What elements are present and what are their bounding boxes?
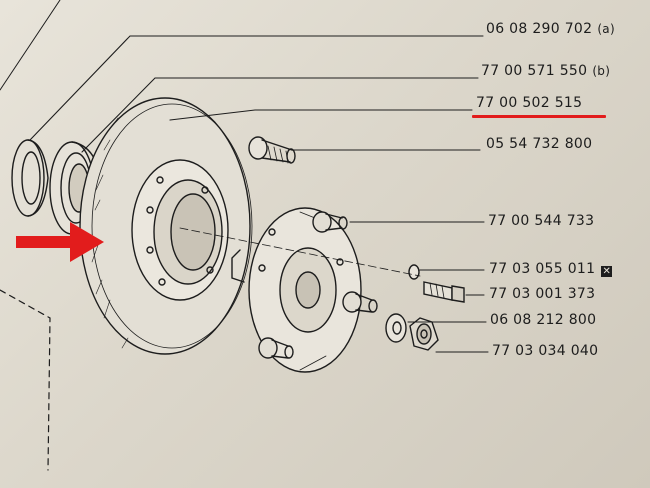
callout-suffix: (a) xyxy=(597,22,615,36)
callout-number: 77 00 502 515 xyxy=(476,95,583,111)
callout-c3: 77 00 502 515 xyxy=(476,95,582,111)
callout-number: 77 03 001 373 xyxy=(489,286,596,302)
callout-c2: 77 00 571 550 (b) xyxy=(481,63,610,79)
cross-box-icon xyxy=(601,266,613,277)
callout-c7: 77 03 001 373 xyxy=(489,286,595,302)
wheel-hub xyxy=(231,207,378,373)
callout-number: 77 03 055 011 xyxy=(489,261,596,277)
highlight-underline xyxy=(472,115,606,118)
bolt xyxy=(423,281,465,303)
center-axis xyxy=(179,227,421,277)
dashed-outline xyxy=(0,289,51,471)
callout-number: 06 08 212 800 xyxy=(490,312,597,328)
callout-number: 77 00 544 733 xyxy=(488,213,595,229)
callout-c5: 77 00 544 733 xyxy=(488,213,594,229)
leader-c2 xyxy=(81,77,479,153)
callout-number: 77 00 571 550 xyxy=(481,63,588,79)
callout-suffix: (b) xyxy=(592,64,611,78)
flat-washer xyxy=(385,313,407,343)
small-washer xyxy=(408,264,420,280)
hub-stud xyxy=(248,136,296,164)
callout-c1: 06 08 290 702 (a) xyxy=(486,21,615,37)
callout-c6: 77 03 055 011 xyxy=(489,261,613,277)
callout-c4: 05 54 732 800 xyxy=(486,136,592,152)
callout-c8: 06 08 212 800 xyxy=(490,312,596,328)
red-arrow-icon xyxy=(16,222,104,262)
leader-c1 xyxy=(29,35,484,141)
brake-disc xyxy=(79,97,253,355)
callout-number: 06 08 290 702 xyxy=(486,21,593,37)
callout-c9: 77 03 034 040 xyxy=(492,343,598,359)
seal-ring xyxy=(11,139,49,217)
fold-line xyxy=(0,0,61,91)
callout-number: 77 03 034 040 xyxy=(492,343,599,359)
nut xyxy=(409,317,439,351)
leader-lines xyxy=(29,35,489,353)
callout-number: 05 54 732 800 xyxy=(486,136,593,152)
leader-c3 xyxy=(169,109,473,121)
